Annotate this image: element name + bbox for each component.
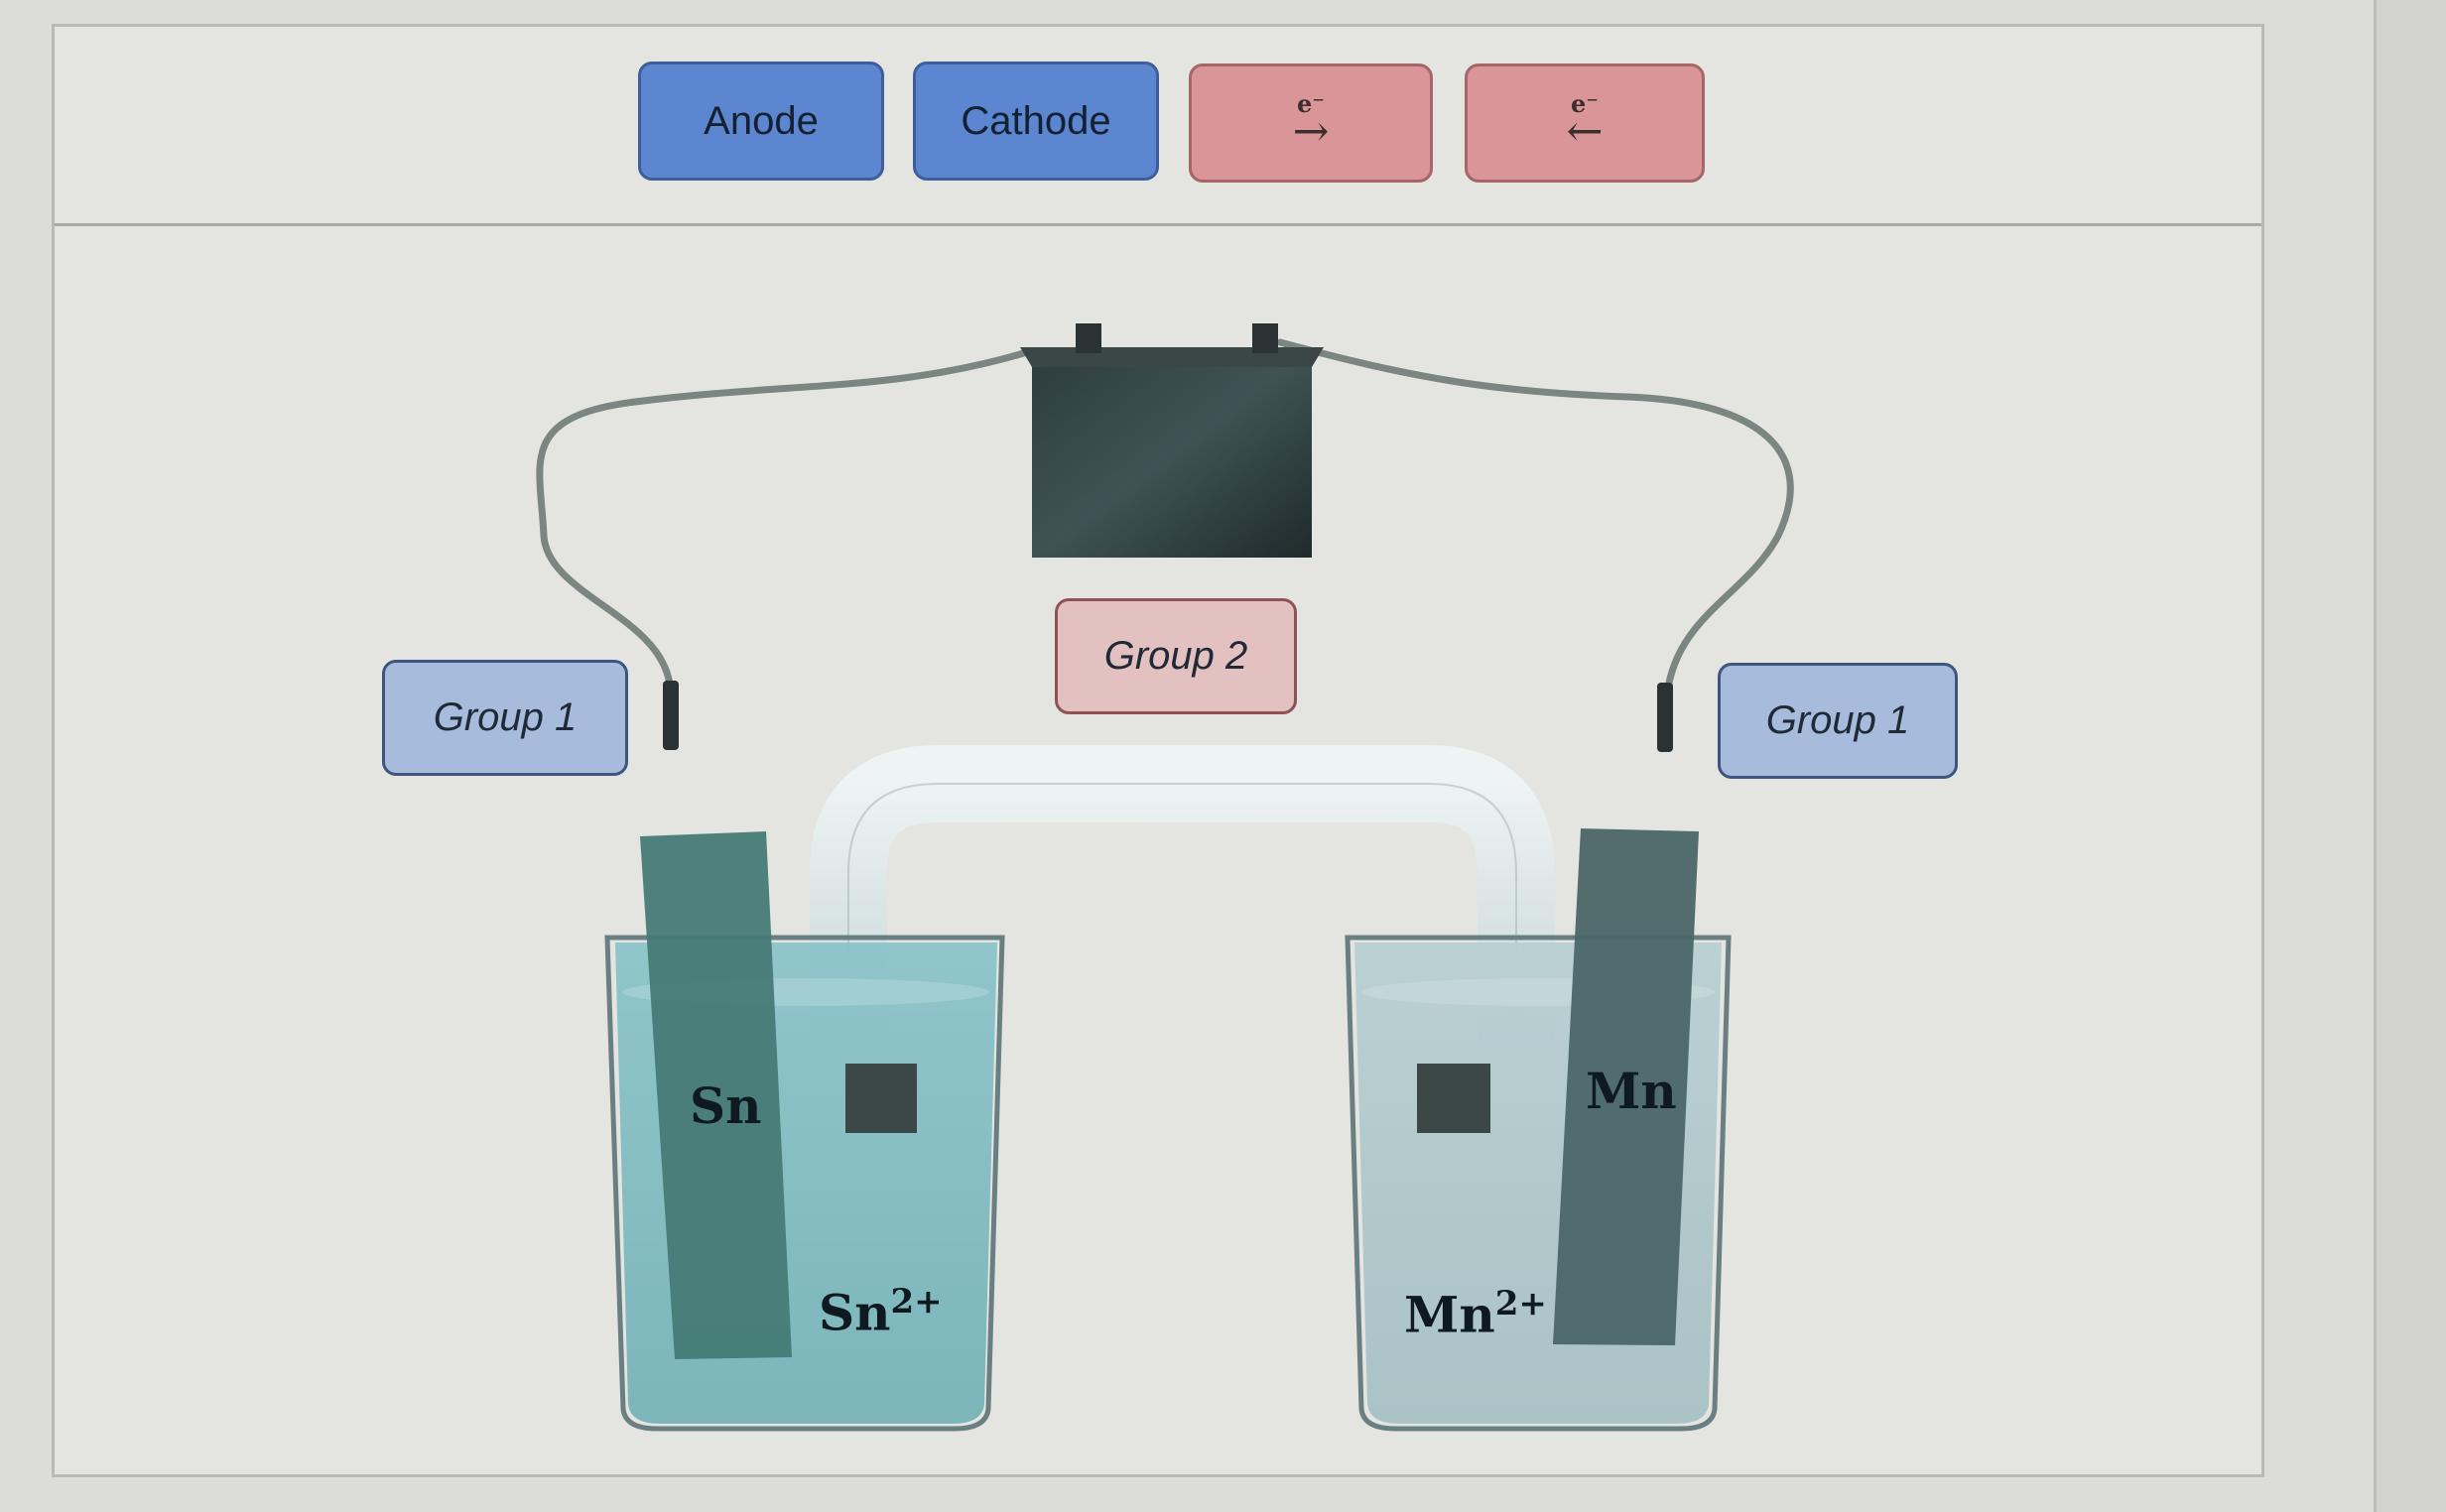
left-electrode-drop-target[interactable]: Group 1 [382, 660, 628, 776]
left-ion-charge: 2+ [890, 1282, 943, 1322]
right-ion-symbol: Mn [1404, 1285, 1495, 1344]
right-arrow-icon: → [1292, 106, 1330, 157]
right-metal-label: Mn [1586, 1062, 1677, 1120]
electron-symbol: e⁻ [1571, 89, 1599, 118]
right-ion-label: Mn2+ [1404, 1284, 1547, 1344]
left-metal-label: Sn [690, 1076, 762, 1135]
anode-tile[interactable]: Anode [638, 62, 884, 181]
right-electrode-drop-target[interactable]: Group 1 [1718, 663, 1958, 779]
panel-divider [55, 223, 2261, 226]
left-ion-symbol: Sn [819, 1283, 891, 1342]
page-edge [2374, 0, 2446, 1512]
right-ion-charge: 2+ [1494, 1284, 1547, 1323]
electron-flow-right-tile[interactable]: e⁻ → [1189, 63, 1433, 183]
cathode-tile[interactable]: Cathode [913, 62, 1159, 181]
salt-bridge-drop-target[interactable]: Group 2 [1055, 598, 1297, 714]
electron-symbol: e⁻ [1297, 89, 1325, 118]
electron-flow-left-tile[interactable]: e⁻ ← [1465, 63, 1705, 183]
left-ion-label: Sn2+ [819, 1282, 943, 1342]
left-arrow-icon: ← [1566, 106, 1604, 157]
